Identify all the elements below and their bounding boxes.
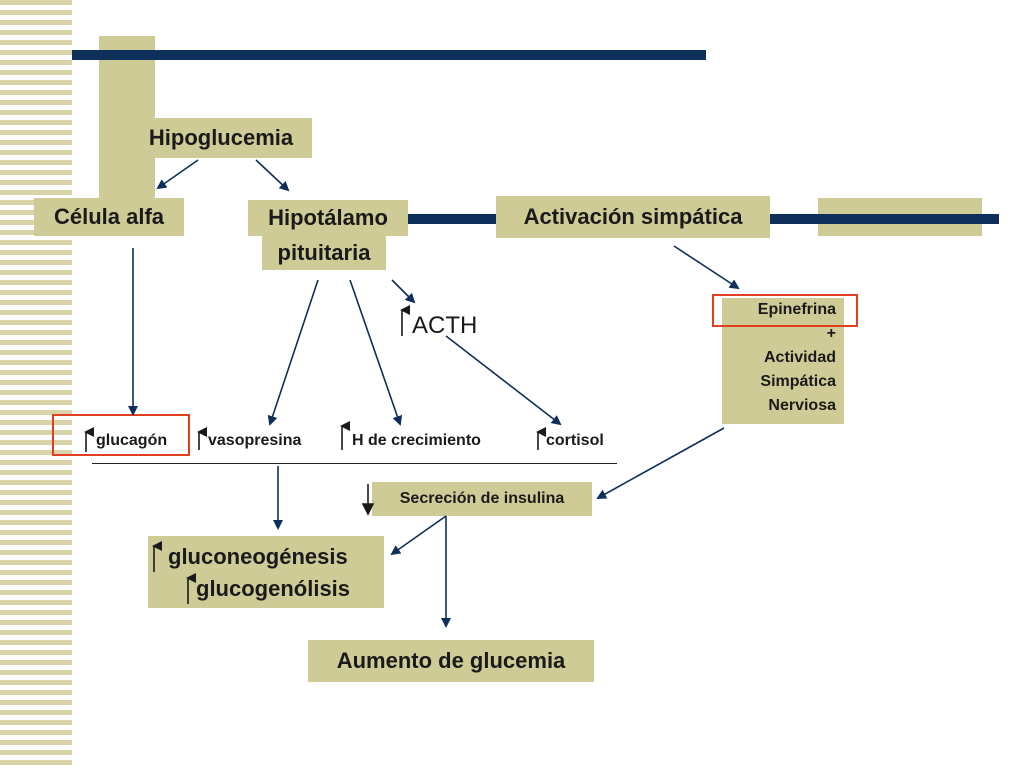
arrow-insulina-to-gluco xyxy=(390,515,447,556)
node-epinefrina-group: Epinefrina + Actividad Simpática Nervios… xyxy=(722,298,844,424)
node-cortisol: cortisol xyxy=(546,432,604,449)
glucagon-highlight-frame xyxy=(52,414,190,456)
arrow-hipo-to-alfa xyxy=(156,159,199,190)
epinefrina-highlight-frame xyxy=(712,294,858,327)
arrow-pit-to-vasopresina xyxy=(267,279,319,426)
node-gluconeogenesis-group: gluconeogénesis glucogenólisis xyxy=(148,536,384,608)
arrow-hipo-to-hipotalamo xyxy=(255,159,290,192)
decorative-top-rule xyxy=(72,50,706,60)
arrow-pit-to-hcrecimiento xyxy=(349,279,403,426)
node-hipoglucemia: Hipoglucemia xyxy=(130,118,312,158)
arrow-pit-to-acth xyxy=(391,279,416,304)
actividad-label: Actividad xyxy=(763,349,836,366)
node-secrecion-insulina: Secreción de insulina xyxy=(372,482,592,516)
node-aumento-glucemia: Aumento de glucemia xyxy=(308,640,594,682)
striped-side-panel xyxy=(0,0,72,768)
node-celula-alfa: Célula alfa xyxy=(34,198,184,236)
gluconeogenesis-label: gluconeogénesis xyxy=(168,544,348,569)
plus-label: + xyxy=(826,325,836,342)
node-pituitaria: pituitaria xyxy=(262,236,386,270)
node-hipotalamo: Hipotálamo xyxy=(248,200,408,236)
glucogenolisis-label: glucogenólisis xyxy=(196,576,351,601)
node-glucagon: glucagón xyxy=(96,432,168,449)
hormones-underline xyxy=(92,463,617,464)
simpatica-label: Simpática xyxy=(760,373,836,390)
node-activacion-simpatica: Activación simpática xyxy=(496,196,770,238)
epinefrina-label: Epinefrina xyxy=(757,301,836,318)
arrow-activacion-to-epinefrina xyxy=(673,245,740,290)
node-vasopresina: vasopresina xyxy=(208,432,302,449)
arrow-acth-to-cortisol xyxy=(445,335,562,426)
nerviosa-label: Nerviosa xyxy=(768,397,836,414)
node-acth: ACTH xyxy=(412,312,478,339)
node-h-crecimiento: H de crecimiento xyxy=(352,432,481,449)
